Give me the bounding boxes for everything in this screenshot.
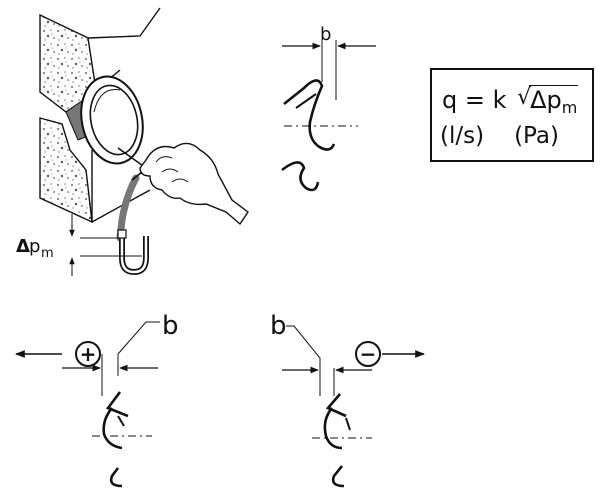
diffuser-profile-bottom	[281, 161, 320, 192]
probe-tube	[117, 147, 147, 169]
formula-line: q = k √ Δpm	[442, 85, 579, 122]
hand-fingers	[155, 156, 189, 183]
wall-lower	[39, 117, 93, 224]
diffuser-lip-top	[295, 93, 317, 109]
cross-section-negative: b −	[270, 311, 425, 488]
gap-right-leader	[286, 325, 335, 396]
gap-left-extensions	[101, 354, 119, 396]
profile-negative-top	[325, 393, 347, 418]
profile-negative-mid	[323, 407, 343, 450]
profile-positive-lip	[117, 415, 125, 427]
hand	[139, 142, 249, 226]
formula-lhs: q = k	[442, 86, 507, 114]
diffuser-profile-top	[283, 79, 336, 151]
root-sign-icon: √	[517, 85, 532, 110]
gap-right-label: b	[270, 311, 287, 341]
profile-positive-top	[105, 391, 129, 418]
diffuser-inner-ring	[89, 84, 139, 156]
hose	[116, 174, 140, 242]
radicand-subscript: m	[561, 98, 578, 117]
radicand-delta: Δp	[530, 86, 562, 114]
units-line: (l/s) (Pa)	[440, 122, 559, 150]
unit-flow: (l/s)	[440, 123, 485, 149]
cross-section-top: b	[281, 24, 376, 192]
profile-positive-bottom	[109, 467, 123, 488]
measurement-illustration: Δ p m	[16, 7, 249, 276]
diffuser-highlight	[93, 88, 121, 113]
plus-circle	[75, 341, 101, 367]
gap-left-leader	[117, 321, 160, 355]
radicand: Δpm	[529, 85, 579, 117]
gap-left-label: b	[162, 311, 179, 341]
delta-symbol: Δ	[16, 236, 30, 257]
profile-negative-bottom	[331, 465, 345, 488]
minus-circle	[355, 341, 381, 367]
probe-tip	[131, 171, 143, 181]
square-root: √ Δpm	[517, 85, 579, 122]
delta-p-label: p	[29, 236, 40, 257]
minus-sign: −	[360, 342, 377, 366]
manometer-connector	[117, 229, 127, 239]
formula-box: q = k √ Δpm (l/s) (Pa)	[430, 68, 594, 162]
profile-negative-lip	[345, 417, 351, 431]
manometer-u-tube	[119, 236, 149, 276]
cross-section-positive: + b	[15, 311, 179, 488]
unit-pressure: (Pa)	[514, 123, 559, 149]
profile-positive-mid	[102, 407, 123, 450]
plus-sign: +	[80, 342, 97, 366]
gap-top-label: b	[320, 24, 331, 45]
delta-p-subscript: m	[41, 246, 54, 261]
